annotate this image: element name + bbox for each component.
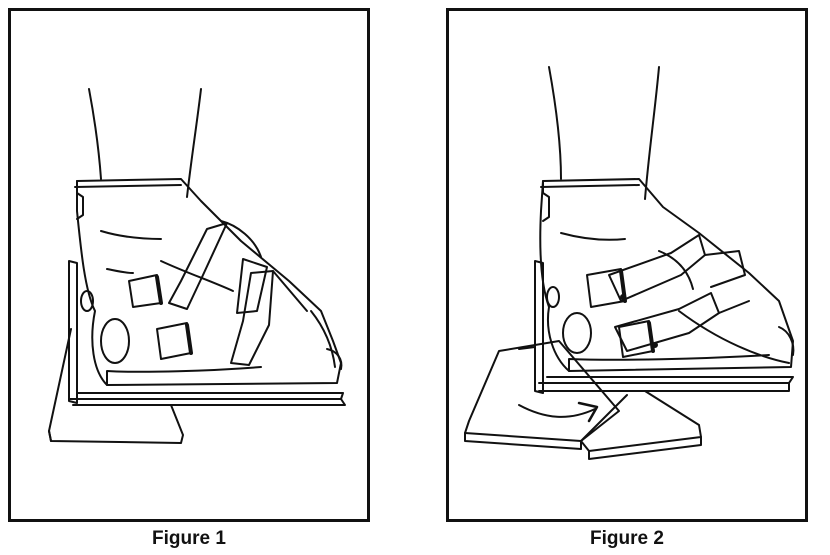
rotation-arrow-head	[579, 403, 597, 421]
leg-outline-back	[645, 67, 659, 199]
base-plate	[69, 393, 343, 399]
strap-upper-b	[237, 259, 267, 313]
leg-outline	[89, 89, 101, 179]
strap-lower	[231, 271, 273, 365]
figure-2-caption: Figure 2	[590, 528, 664, 549]
strap-upper	[169, 223, 227, 309]
figure-1-panel	[8, 8, 370, 522]
leg-outline	[549, 67, 561, 179]
figure-2-panel	[446, 8, 808, 522]
rotation-arrow	[519, 405, 595, 417]
leg-outline-back	[187, 89, 201, 197]
figure-1-caption: Figure 1	[152, 528, 226, 549]
back-plate	[535, 261, 543, 393]
boot-on-flat-base-illustration	[11, 11, 367, 519]
foam-wedge-right	[581, 391, 701, 451]
boot-on-rotating-base-illustration	[449, 11, 805, 519]
back-plate	[69, 261, 77, 403]
buckle-upper	[587, 269, 625, 307]
base-plate	[539, 377, 793, 383]
boot-shell	[77, 179, 341, 385]
foam-wedge	[49, 329, 183, 443]
strap-lower	[615, 293, 719, 351]
boot-shell	[540, 179, 793, 371]
